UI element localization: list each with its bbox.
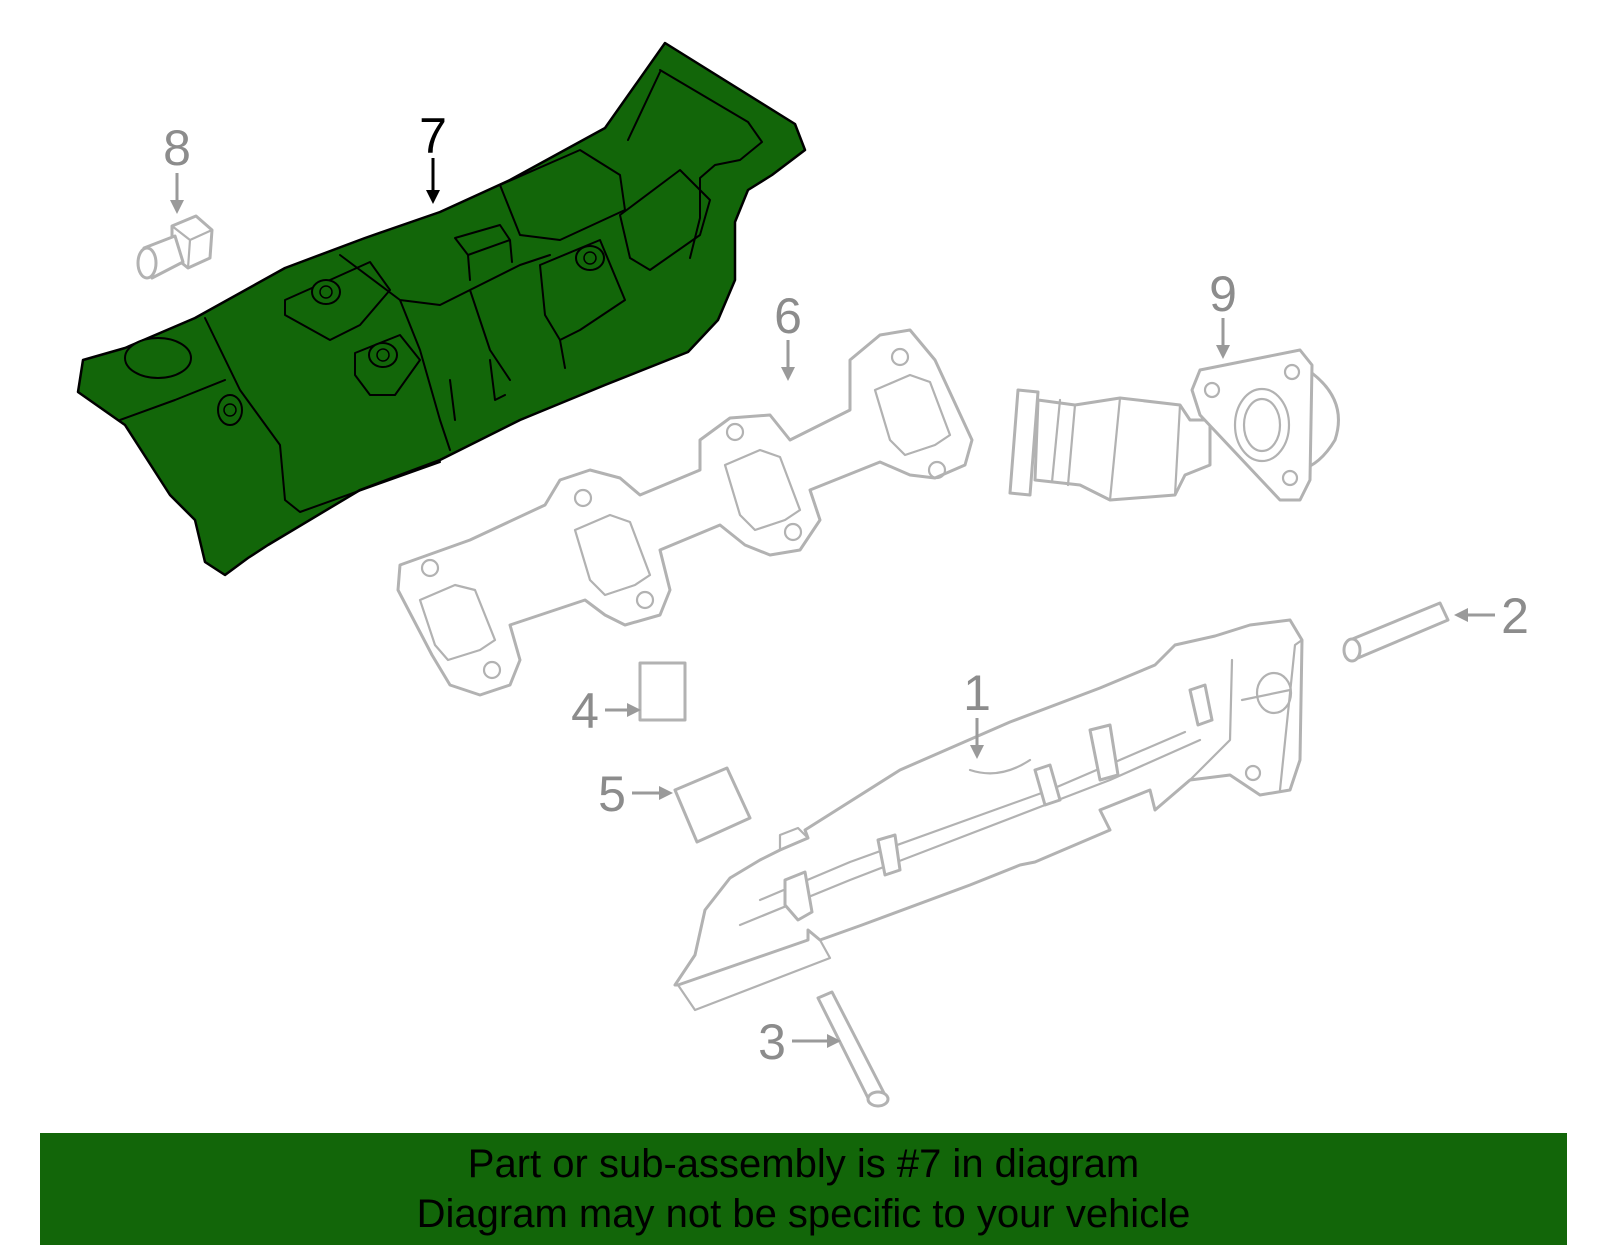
manifold-tab [778,826,810,852]
heat-shield-hole-inner [583,251,597,265]
stud-body [1348,601,1450,660]
callout-3-label[interactable]: 3 [758,1014,786,1070]
heat-shield-hole [368,342,398,368]
gasket-port-1 [418,583,497,662]
heat-shield-hole [311,279,341,305]
callout-6-label[interactable]: 6 [774,288,802,344]
callout-5-label[interactable]: 5 [598,766,626,822]
gasket-hole [783,522,803,542]
gasket-port-2 [573,513,652,597]
plate-outline [638,661,687,722]
part-3-stud[interactable] [816,990,890,1108]
egr-end-flange [1008,388,1040,497]
callout-9-arrowhead [1216,345,1230,359]
callout-2-arrowhead [1454,608,1468,622]
heat-shield-rib-4 [619,169,711,271]
egr-bolt-hole [1203,381,1221,399]
manifold-flange-face [676,938,832,1012]
banner-line-2: Diagram may not be specific to your vehi… [416,1192,1191,1236]
manifold-boss [1033,763,1062,807]
gasket-hole [482,660,502,680]
callout-1-label[interactable]: 1 [963,665,991,721]
heat-shield-hole-inner [223,403,237,417]
manifold-boss [1188,683,1214,727]
manifold-boss [783,870,814,922]
heat-shield-edge-detail [119,69,763,513]
part-6-gasket[interactable] [396,328,974,697]
part-7-heat-shield[interactable] [76,41,807,577]
callout-9-label[interactable]: 9 [1209,266,1237,322]
gasket-hole [927,460,947,480]
gasket-hole [725,422,745,442]
heat-shield-tabs [449,339,566,421]
gasket-port-4 [873,373,952,457]
gasket-hole [635,590,655,610]
banner-line-1: Part or sub-assembly is #7 in diagram [467,1142,1140,1186]
callout-5-arrowhead [659,786,673,800]
bolt-tip [136,246,158,280]
heat-shield-hole [217,394,243,426]
callout-1-arrowhead [970,745,984,759]
manifold-boss [1088,723,1120,782]
heat-shield-channel [339,254,551,451]
heat-shield-rib-2 [354,334,421,396]
heat-shield-rib-1 [284,261,391,341]
callout-7-label[interactable]: 7 [419,108,447,164]
callout-8-arrowhead [170,200,184,214]
callout-arrows [170,158,1495,1048]
gasket-hole [890,347,910,367]
heat-shield-rib-5 [539,239,626,341]
bolt-head-detail [170,224,214,270]
heat-shield-hole-inner [376,348,390,362]
manifold-boss [876,833,902,877]
gasket-hole [573,488,593,508]
manifold-outlet [1240,638,1304,792]
plate-outline [673,766,752,844]
stud-end [1342,637,1362,663]
egr-bolt-hole [1281,469,1299,487]
callout-4-label[interactable]: 4 [571,683,599,739]
heat-shield-rib-3 [499,149,626,241]
egr-tube-body [1033,396,1212,502]
manifold-outlet-port [1255,671,1293,715]
stud-end [866,1090,890,1108]
heat-shield-hole [124,337,192,379]
egr-port-inner [1242,397,1282,453]
gasket-port-3 [723,448,802,532]
callout-3-arrowhead [827,1034,841,1048]
part-4-gasket-plate[interactable] [638,661,687,722]
part-9-egr-tube[interactable] [1008,348,1340,502]
heat-shield-body [76,41,807,577]
part-1-exhaust-manifold[interactable] [673,618,1304,1012]
part-2-stud[interactable] [1342,601,1450,663]
callout-labels: 7 8 6 9 2 1 4 5 3 [163,108,1529,1070]
egr-tube-detail [1050,396,1182,502]
info-banner: Part or sub-assembly is #7 in diagram Di… [40,1133,1567,1245]
egr-bolt-hole [1283,363,1301,381]
callout-7-arrowhead [426,190,440,204]
callout-4-arrowhead [627,703,641,717]
manifold-bolt-hole [1244,764,1262,782]
egr-port [1233,387,1291,463]
part-5-plate[interactable] [673,766,752,844]
callout-8-label[interactable]: 8 [163,120,191,176]
callout-6-arrowhead [781,367,795,381]
heat-shield-hole-inner [319,285,333,299]
gasket-outline [396,328,974,697]
manifold-body-lines [738,658,1234,927]
callout-2-label[interactable]: 2 [1501,588,1529,644]
heat-shield-bracket [454,224,513,281]
gasket-hole [420,558,440,578]
part-8-bolt[interactable] [136,214,214,280]
egr-mount-flange [1190,348,1314,502]
heat-shield-hole [575,245,605,271]
